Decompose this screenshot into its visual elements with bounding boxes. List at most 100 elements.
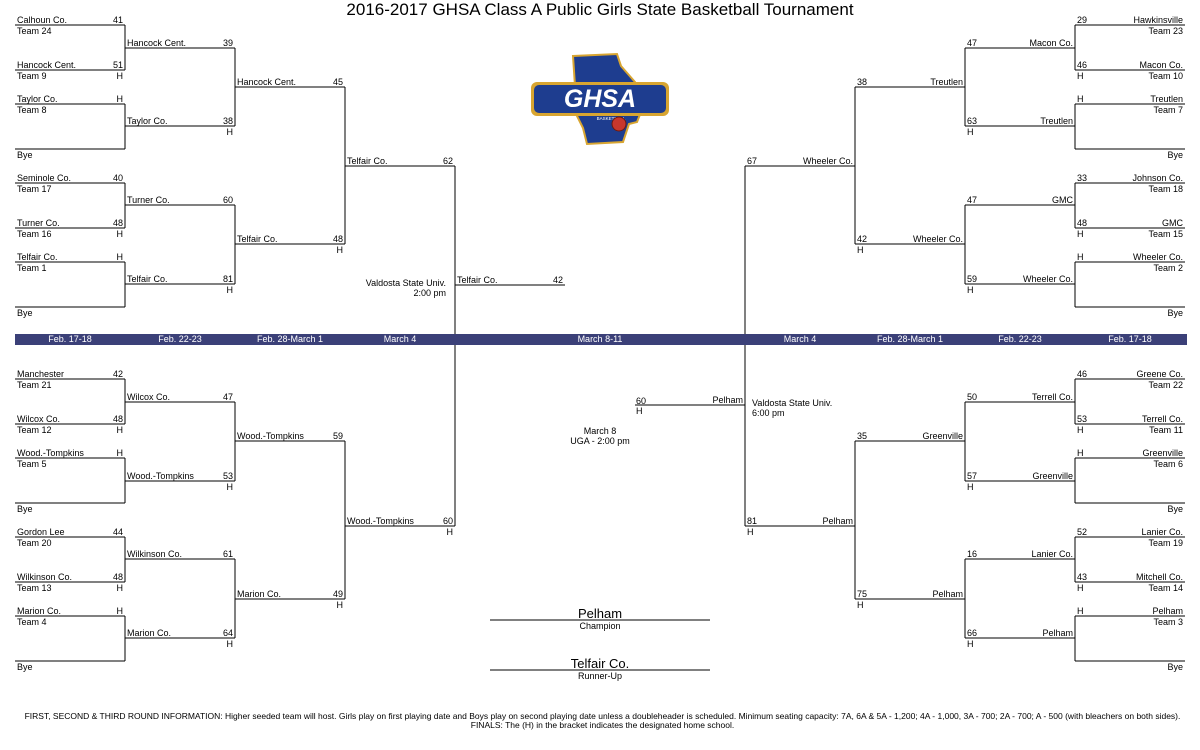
team-name: Manchester — [17, 369, 65, 379]
score: 67 — [747, 156, 758, 166]
score: 59 — [332, 431, 343, 441]
team-name: Lanier Co. — [1031, 549, 1073, 559]
score: 43 — [1077, 572, 1088, 582]
score: H — [1077, 94, 1084, 104]
date-label: Feb. 22-23 — [158, 334, 202, 344]
team-name: Wheeler Co. — [802, 156, 853, 166]
bye-label: Bye — [1167, 150, 1183, 160]
score: H — [116, 252, 124, 262]
score: 38 — [857, 77, 868, 87]
team-name: Turner Co. — [17, 218, 60, 228]
date-label: Feb. 28-March 1 — [876, 334, 944, 344]
seed-label: Team 15 — [1148, 229, 1183, 239]
date-label: March 4 — [383, 334, 417, 344]
logo-subtext: BASKETBALL — [597, 116, 626, 121]
home-marker: H — [226, 127, 234, 137]
seed-label: Team 1 — [17, 263, 47, 273]
score: 39 — [222, 38, 233, 48]
team-name: Marion Co. — [127, 628, 172, 638]
seed-label: Team 23 — [1148, 26, 1183, 36]
score: 66 — [967, 628, 978, 638]
home-marker: H — [226, 639, 234, 649]
date-bar: Feb. 17-18 Feb. 22-23 Feb. 28-March 1 March… — [15, 334, 1187, 345]
home-marker: H — [336, 245, 344, 255]
home-marker: H — [116, 71, 124, 81]
score: 59 — [967, 274, 978, 284]
team-name: Wheeler Co. — [1132, 252, 1183, 262]
score: 81 — [222, 274, 233, 284]
score: 51 — [112, 60, 123, 70]
score: 63 — [967, 116, 978, 126]
team-name: Telfair Co. — [457, 275, 498, 285]
score: 46 — [1077, 60, 1088, 70]
seed-label: Team 19 — [1148, 538, 1183, 548]
home-marker: H — [1077, 583, 1084, 593]
team-name: Pelham — [1042, 628, 1073, 638]
home-marker: H — [1077, 71, 1084, 81]
ghsa-basketball-logo: GHSA BASKETBALL — [531, 52, 669, 146]
score: 48 — [112, 572, 123, 582]
seed-label: Team 6 — [1153, 459, 1183, 469]
seed-label: Team 7 — [1153, 105, 1183, 115]
score: 46 — [1077, 369, 1088, 379]
team-name: Wood.-Tompkins — [347, 516, 414, 526]
score: 50 — [967, 392, 978, 402]
team-name: Greenville — [1142, 448, 1183, 458]
seed-label: Team 5 — [17, 459, 47, 469]
team-name: Hancock Cent. — [17, 60, 77, 70]
score: H — [1077, 448, 1084, 458]
team-name: Taylor Co. — [127, 116, 168, 126]
score: 57 — [967, 471, 978, 481]
page-title: 2016-2017 GHSA Class A Public Girls Stat… — [346, 0, 854, 19]
footer-info: FIRST, SECOND & THIRD ROUND INFORMATION:… — [24, 711, 1181, 730]
score: 48 — [332, 234, 343, 244]
score: 38 — [222, 116, 233, 126]
seed-label: Team 4 — [17, 617, 47, 627]
score: 75 — [857, 589, 868, 599]
team-name: Macon Co. — [1029, 38, 1073, 48]
seed-label: Team 22 — [1148, 380, 1183, 390]
home-marker: H — [116, 425, 124, 435]
seed-label: Team 12 — [17, 425, 52, 435]
score: 53 — [222, 471, 233, 481]
team-name: Wood.-Tompkins — [17, 448, 84, 458]
logo-text: GHSA — [564, 85, 636, 113]
team-name: Lanier Co. — [1141, 527, 1183, 537]
seed-label: Team 16 — [17, 229, 52, 239]
champion-team: Pelham — [577, 606, 623, 621]
score: 61 — [222, 549, 233, 559]
runner-up-label: Runner-Up — [577, 671, 623, 681]
team-name: Telfair Co. — [127, 274, 168, 284]
score: 60 — [636, 396, 647, 406]
seed-label: Team 13 — [17, 583, 52, 593]
home-marker: H — [1077, 425, 1084, 435]
score: 60 — [222, 195, 233, 205]
seed-label: Team 20 — [17, 538, 52, 548]
team-name: Telfair Co. — [347, 156, 388, 166]
team-name: Wood.-Tompkins — [237, 431, 304, 441]
team-name: Wood.-Tompkins — [127, 471, 194, 481]
seed-label: Team 8 — [17, 105, 47, 115]
home-marker: H — [116, 229, 124, 239]
bye-label: Bye — [17, 150, 33, 160]
score: 49 — [332, 589, 343, 599]
venue-label: Valdosta State Univ. — [365, 278, 446, 288]
score: 60 — [442, 516, 453, 526]
team-name: Turner Co. — [127, 195, 170, 205]
team-name: Hancock Cent. — [237, 77, 297, 87]
team-name: Hawkinsville — [1133, 15, 1183, 25]
home-marker: H — [336, 600, 344, 610]
home-marker: H — [747, 527, 754, 537]
home-marker: H — [967, 482, 974, 492]
team-name: Terrell Co. — [1031, 392, 1073, 402]
date-label: Feb. 17-18 — [1108, 334, 1152, 344]
date-label: Feb. 28-March 1 — [256, 334, 324, 344]
home-marker: H — [857, 245, 864, 255]
date-label: March 8-11 — [577, 334, 623, 344]
team-name: Greenville — [922, 431, 963, 441]
team-name: Pelham — [1152, 606, 1183, 616]
bye-label: Bye — [1167, 662, 1183, 672]
home-marker: H — [857, 600, 864, 610]
team-name: Wilkinson Co. — [17, 572, 73, 582]
